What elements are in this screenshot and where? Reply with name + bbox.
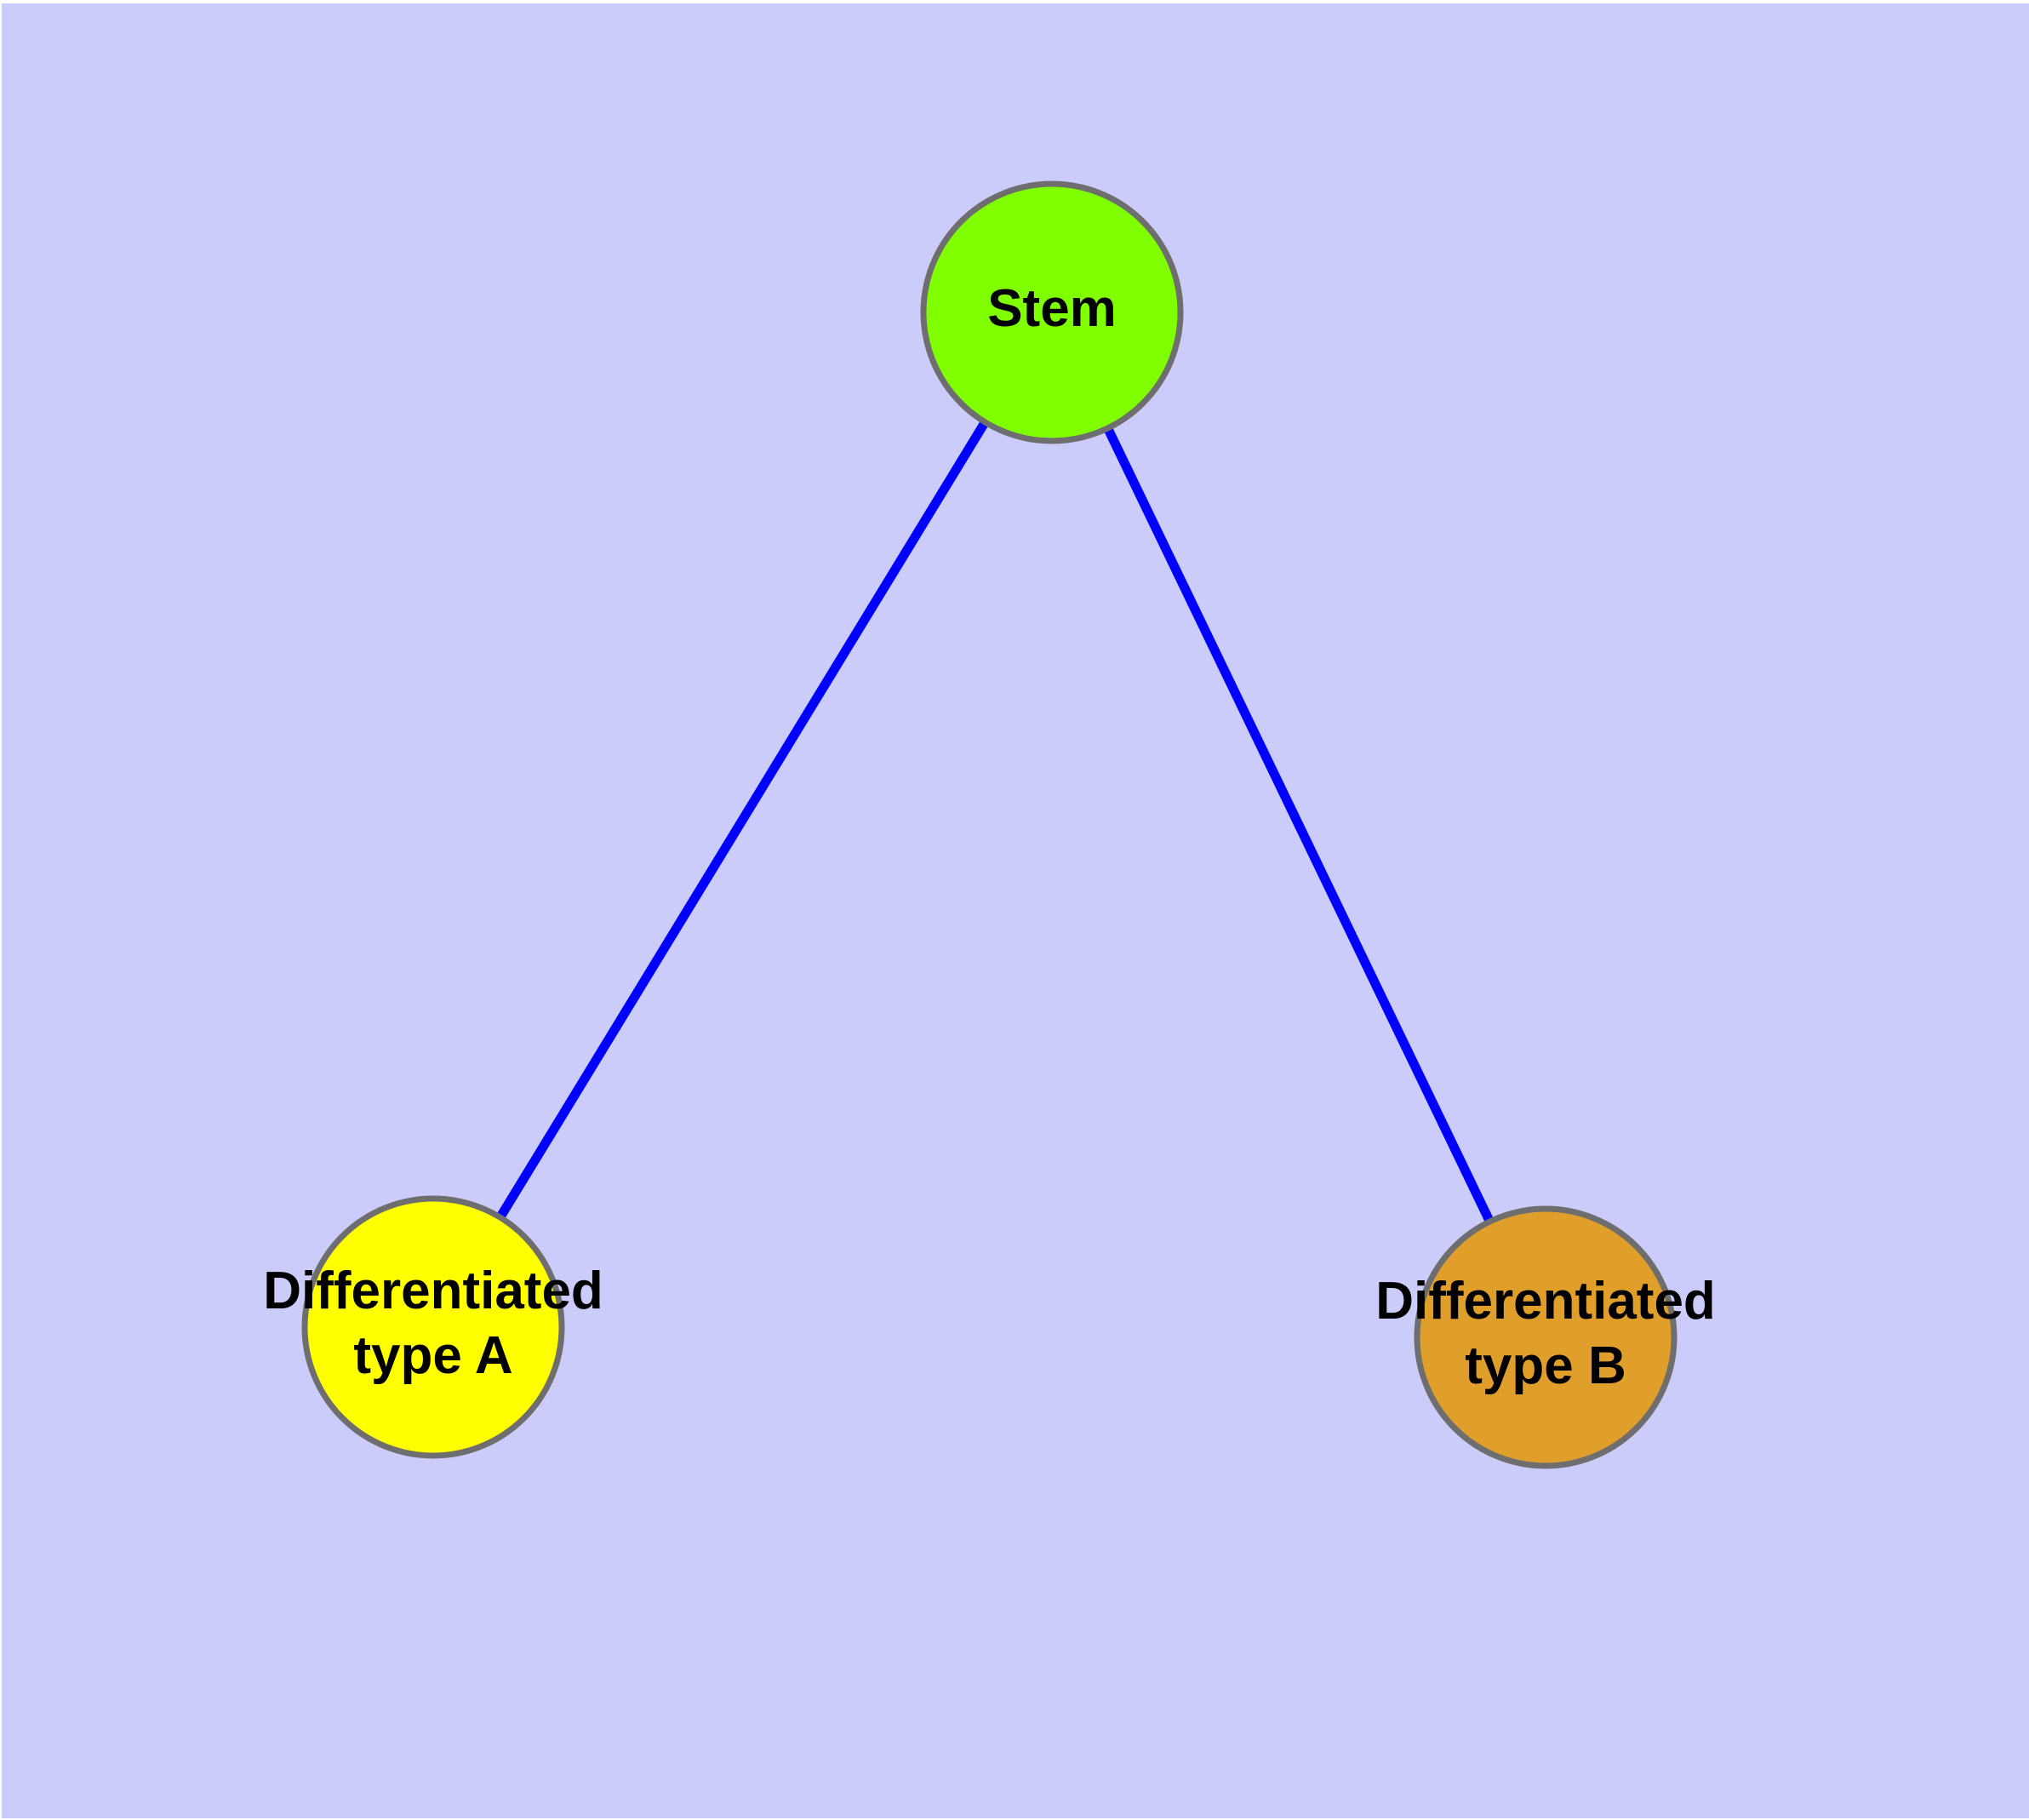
node-label-line: type B: [1465, 1336, 1626, 1395]
node-stem[interactable]: [920, 180, 1184, 444]
node-label-line: Differentiated: [1375, 1273, 1716, 1331]
node-label-line: Differentiated: [263, 1262, 603, 1321]
node-diff_a[interactable]: [301, 1195, 565, 1459]
node-label-line: Stem: [987, 279, 1117, 338]
edges-layer: [429, 310, 1550, 1340]
node-label-stem: Stem: [987, 279, 1117, 338]
node-label-line: type A: [353, 1326, 512, 1385]
edge-stem-diff-a[interactable]: [429, 310, 1056, 1330]
edge-stem-diff-b[interactable]: [1048, 310, 1550, 1340]
node-diff_b[interactable]: [1414, 1205, 1677, 1469]
nodes-layer: [301, 180, 1677, 1469]
